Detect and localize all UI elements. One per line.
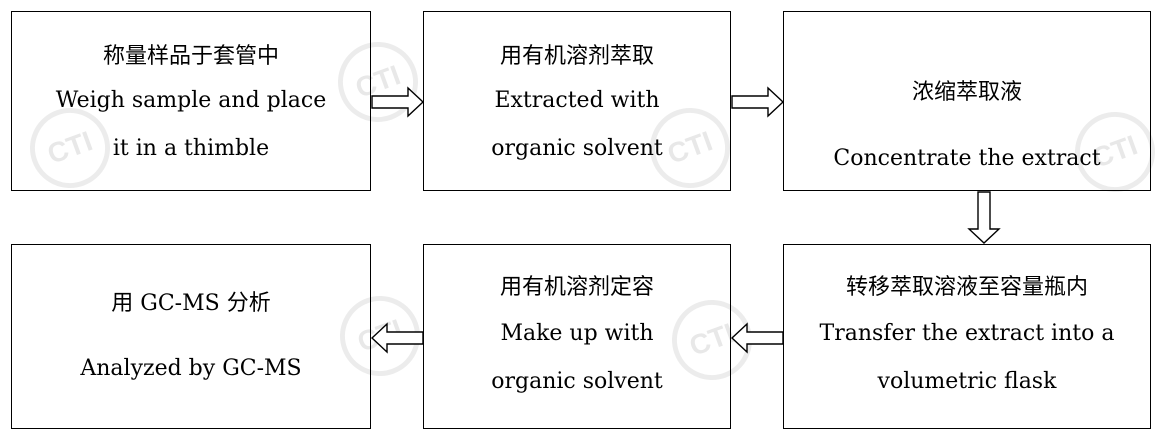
step-en-line2: it in a thimble bbox=[112, 136, 270, 161]
arrow-right-icon bbox=[371, 86, 425, 118]
arrow-left-icon bbox=[370, 322, 424, 354]
step-analyze: 用 GC-MS 分析 Analyzed by GC-MS bbox=[11, 244, 371, 429]
step-en-line2: organic solvent bbox=[491, 136, 663, 161]
step-en-line1: Concentrate the extract bbox=[833, 146, 1101, 171]
step-zh: 浓缩萃取液 bbox=[911, 80, 1022, 105]
step-en-line1: Transfer the extract into a bbox=[819, 321, 1115, 346]
step-zh: 用有机溶剂萃取 bbox=[499, 44, 654, 69]
arrow-left-icon bbox=[730, 322, 784, 354]
arrow-down-icon bbox=[967, 191, 1001, 244]
step-concentrate: 浓缩萃取液 Concentrate the extract bbox=[783, 11, 1151, 191]
arrow-right-icon bbox=[731, 86, 785, 118]
step-zh: 称量样品于套管中 bbox=[102, 44, 279, 69]
step-make-up: 用有机溶剂定容 Make up with organic solvent bbox=[423, 244, 731, 429]
step-zh: 用有机溶剂定容 bbox=[499, 275, 654, 300]
step-en-line2: volumetric flask bbox=[877, 369, 1057, 394]
step-en-line1: Make up with bbox=[500, 321, 654, 346]
step-en-line1: Weigh sample and place bbox=[55, 88, 327, 113]
step-transfer: 转移萃取溶液至容量瓶内 Transfer the extract into a … bbox=[783, 244, 1151, 429]
step-weigh-sample: 称量样品于套管中 Weigh sample and place it in a … bbox=[11, 11, 371, 191]
step-en-line2: organic solvent bbox=[491, 369, 663, 394]
step-zh: 用 GC-MS 分析 bbox=[111, 291, 271, 316]
step-extract: 用有机溶剂萃取 Extracted with organic solvent bbox=[423, 11, 731, 191]
step-zh: 转移萃取溶液至容量瓶内 bbox=[845, 275, 1088, 300]
step-en-line1: Analyzed by GC-MS bbox=[80, 356, 302, 381]
step-en-line1: Extracted with bbox=[494, 88, 660, 113]
